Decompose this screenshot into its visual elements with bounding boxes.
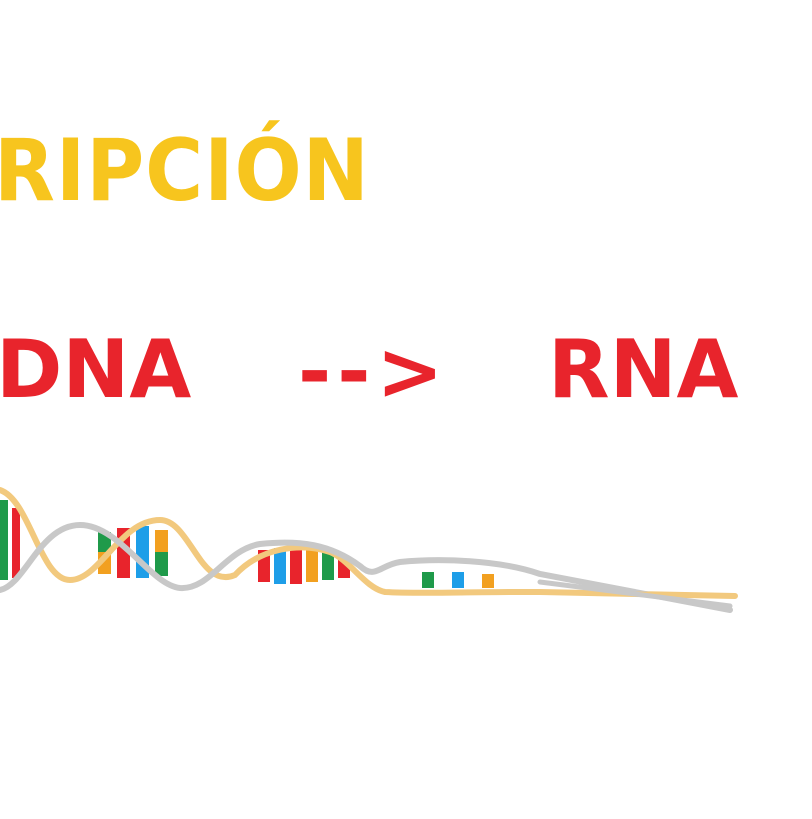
- base-pair: [12, 508, 20, 578]
- rna-label: RNA: [548, 323, 739, 416]
- base-pair: [274, 548, 286, 584]
- base-pair: [306, 550, 318, 582]
- base-pair: [155, 530, 168, 552]
- arrow-label: -->: [298, 325, 450, 418]
- base-pair: [452, 572, 464, 588]
- slide-title: RIPCIÓN: [0, 121, 370, 221]
- base-pair: [422, 572, 434, 588]
- dna-label: DNA: [0, 323, 192, 416]
- helix-strands: [0, 487, 738, 613]
- base-pair: [0, 500, 8, 580]
- dna-helix-illustration: [0, 487, 738, 613]
- base-pair: [290, 548, 302, 584]
- base-pairs: [0, 500, 494, 588]
- base-pair: [482, 574, 494, 588]
- base-pair: [322, 552, 334, 580]
